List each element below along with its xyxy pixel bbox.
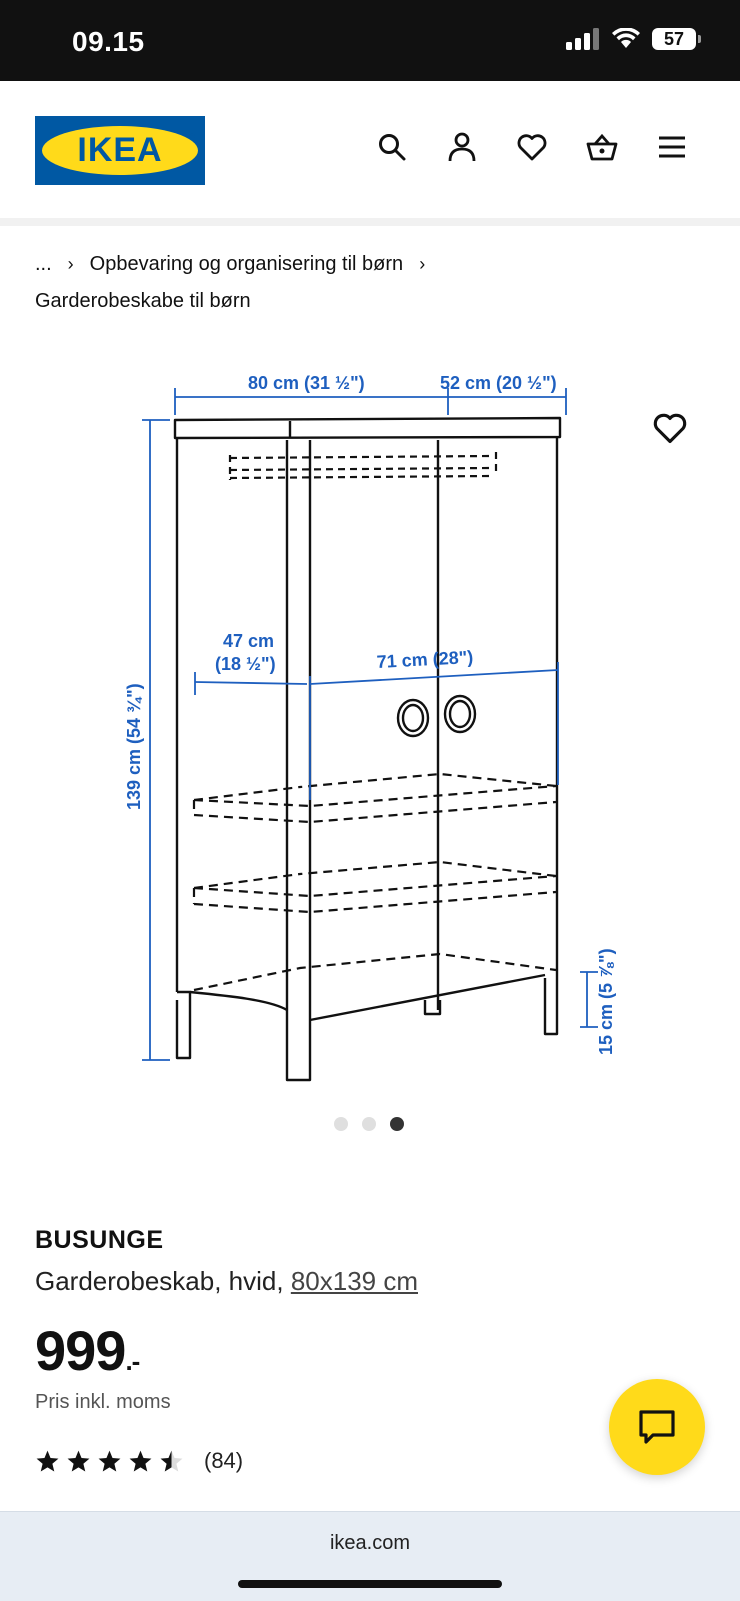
review-count[interactable]: (84) xyxy=(204,1448,244,1473)
header-divider xyxy=(0,218,740,226)
ikea-logo[interactable]: IKEA ® xyxy=(35,116,205,185)
dimension-leg-height: 15 cm (5 ⅞") xyxy=(596,948,616,1055)
price-value: 999 xyxy=(35,1319,126,1382)
product-price: 999.- xyxy=(35,1318,140,1383)
chat-icon xyxy=(639,1410,675,1444)
registered-mark: ® xyxy=(189,132,195,141)
chat-button[interactable] xyxy=(609,1379,705,1475)
star-icon xyxy=(67,1450,90,1471)
status-time: 09.15 xyxy=(72,26,145,57)
carousel-dot[interactable] xyxy=(362,1117,376,1131)
dimension-inner-width: 71 cm (28") xyxy=(376,647,474,672)
star-icon xyxy=(129,1450,152,1471)
dimension-width: 80 cm (31 ½") xyxy=(248,373,365,393)
search-icon[interactable] xyxy=(376,131,408,163)
logo-text: IKEA xyxy=(42,126,198,175)
image-carousel-dots xyxy=(334,1117,404,1131)
signal-icon xyxy=(566,28,599,50)
account-icon[interactable] xyxy=(446,131,478,163)
dimension-inner-depth-inch: (18 ½") xyxy=(215,654,276,674)
add-to-wishlist-heart-icon[interactable] xyxy=(652,410,688,446)
product-description: Garderobeskab, hvid, 80x139 cm xyxy=(35,1266,418,1297)
product-dimension-drawing[interactable]: 80 cm (31 ½") 52 cm (20 ½") 139 cm (54 ¾… xyxy=(0,340,740,1090)
browser-url-bar[interactable]: ikea.com xyxy=(0,1511,740,1601)
battery-icon: 57 xyxy=(652,28,701,50)
half-star-icon xyxy=(160,1450,183,1471)
price-note: Pris inkl. moms xyxy=(35,1391,171,1413)
product-size-link[interactable]: 80x139 cm xyxy=(290,1266,418,1296)
breadcrumb-ellipsis[interactable]: ... xyxy=(35,253,52,275)
dimension-inner-depth: 47 cm xyxy=(223,631,274,651)
product-rating[interactable]: (84) xyxy=(35,1448,243,1474)
chevron-right-icon: › xyxy=(67,254,74,274)
star-icon xyxy=(98,1450,121,1471)
site-header: IKEA ® xyxy=(0,81,740,218)
home-indicator[interactable] xyxy=(238,1580,502,1588)
chevron-right-icon: › xyxy=(419,254,426,274)
breadcrumb: ... › Opbevaring og organisering til bør… xyxy=(35,246,425,320)
wifi-icon xyxy=(612,28,640,48)
basket-icon[interactable] xyxy=(586,131,618,163)
dimension-depth: 52 cm (20 ½") xyxy=(440,373,557,393)
status-bar: 09.15 57 xyxy=(0,0,740,81)
product-name: BUSUNGE xyxy=(35,1226,164,1254)
carousel-dot-active[interactable] xyxy=(390,1117,404,1131)
dimension-height: 139 cm (54 ¾") xyxy=(124,683,144,810)
url-text[interactable]: ikea.com xyxy=(329,1532,411,1554)
star-icon xyxy=(36,1450,59,1471)
menu-icon[interactable] xyxy=(656,131,688,163)
product-type: Garderobeskab, hvid, xyxy=(35,1266,291,1296)
header-actions xyxy=(376,131,688,163)
breadcrumb-link-storage[interactable]: Opbevaring og organisering til børn xyxy=(89,253,404,275)
heart-icon[interactable] xyxy=(516,131,548,163)
status-icons: 57 xyxy=(566,28,701,50)
carousel-dot[interactable] xyxy=(334,1117,348,1131)
breadcrumb-current[interactable]: Garderobeskabe til børn xyxy=(35,290,251,312)
price-suffix: .- xyxy=(125,1346,140,1376)
